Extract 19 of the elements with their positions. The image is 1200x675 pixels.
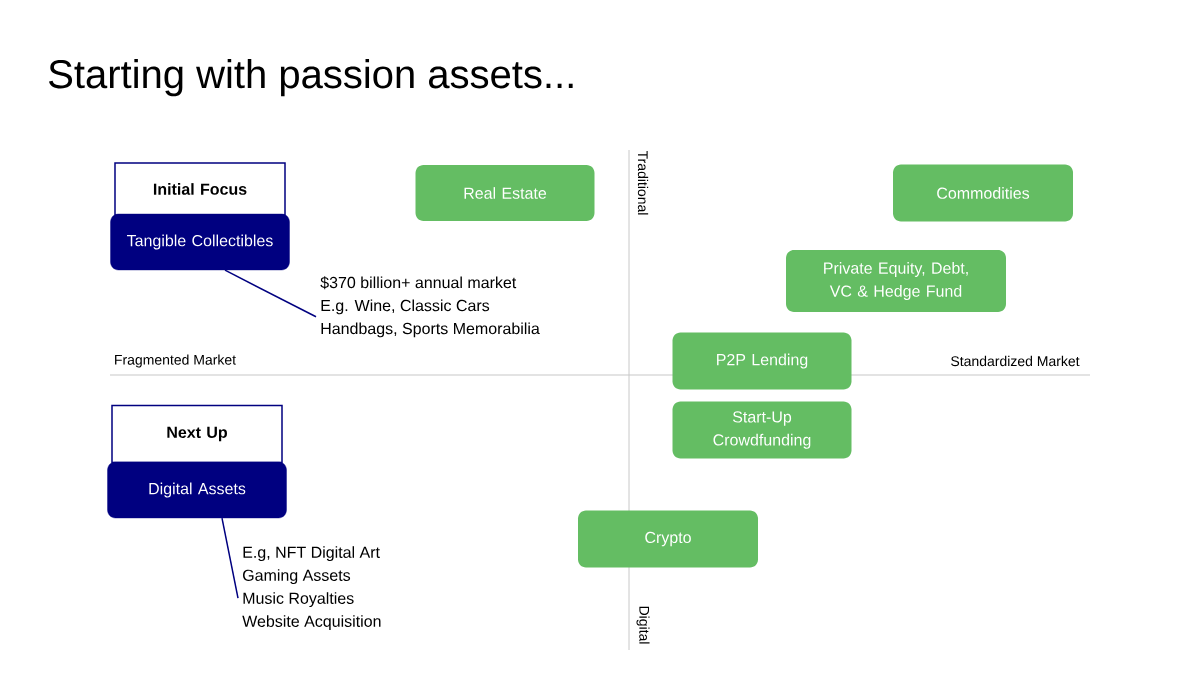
asset-class-box: Private Equity, Debt, VC & Hedge Fund (786, 250, 1006, 312)
callout-text: $370 billion+ annual market E.g. Wine, Classic Cars Handbags, Sports Memorabilia (320, 276, 540, 338)
asset-class-box: Real Estate (415, 165, 595, 221)
title: Starting with passion assets... (49, 59, 573, 97)
axis-label: Traditional (637, 150, 649, 215)
leader-line (221, 517, 239, 599)
asset-class-box: Commodities (893, 164, 1073, 222)
asset-class-box: Crypto (578, 510, 758, 568)
callout-text: E.g, NFT Digital Art Gaming Assets Music Royalties Website Acquisition (242, 546, 381, 631)
category-box: Digital Assets (107, 461, 287, 519)
asset-class-box: Start-Up Crowdfunding (672, 401, 852, 459)
leader-line (224, 269, 317, 318)
axis-label: Digital (636, 606, 650, 644)
heading-box: Next Up (111, 404, 283, 464)
asset-class-box: P2P Lending (672, 332, 852, 390)
heading-box: Initial Focus (114, 162, 286, 216)
axis-label: Standardized Market (951, 355, 1080, 367)
category-box: Tangible Collectibles (110, 213, 290, 271)
axis-label: Fragmented Market (115, 354, 236, 368)
